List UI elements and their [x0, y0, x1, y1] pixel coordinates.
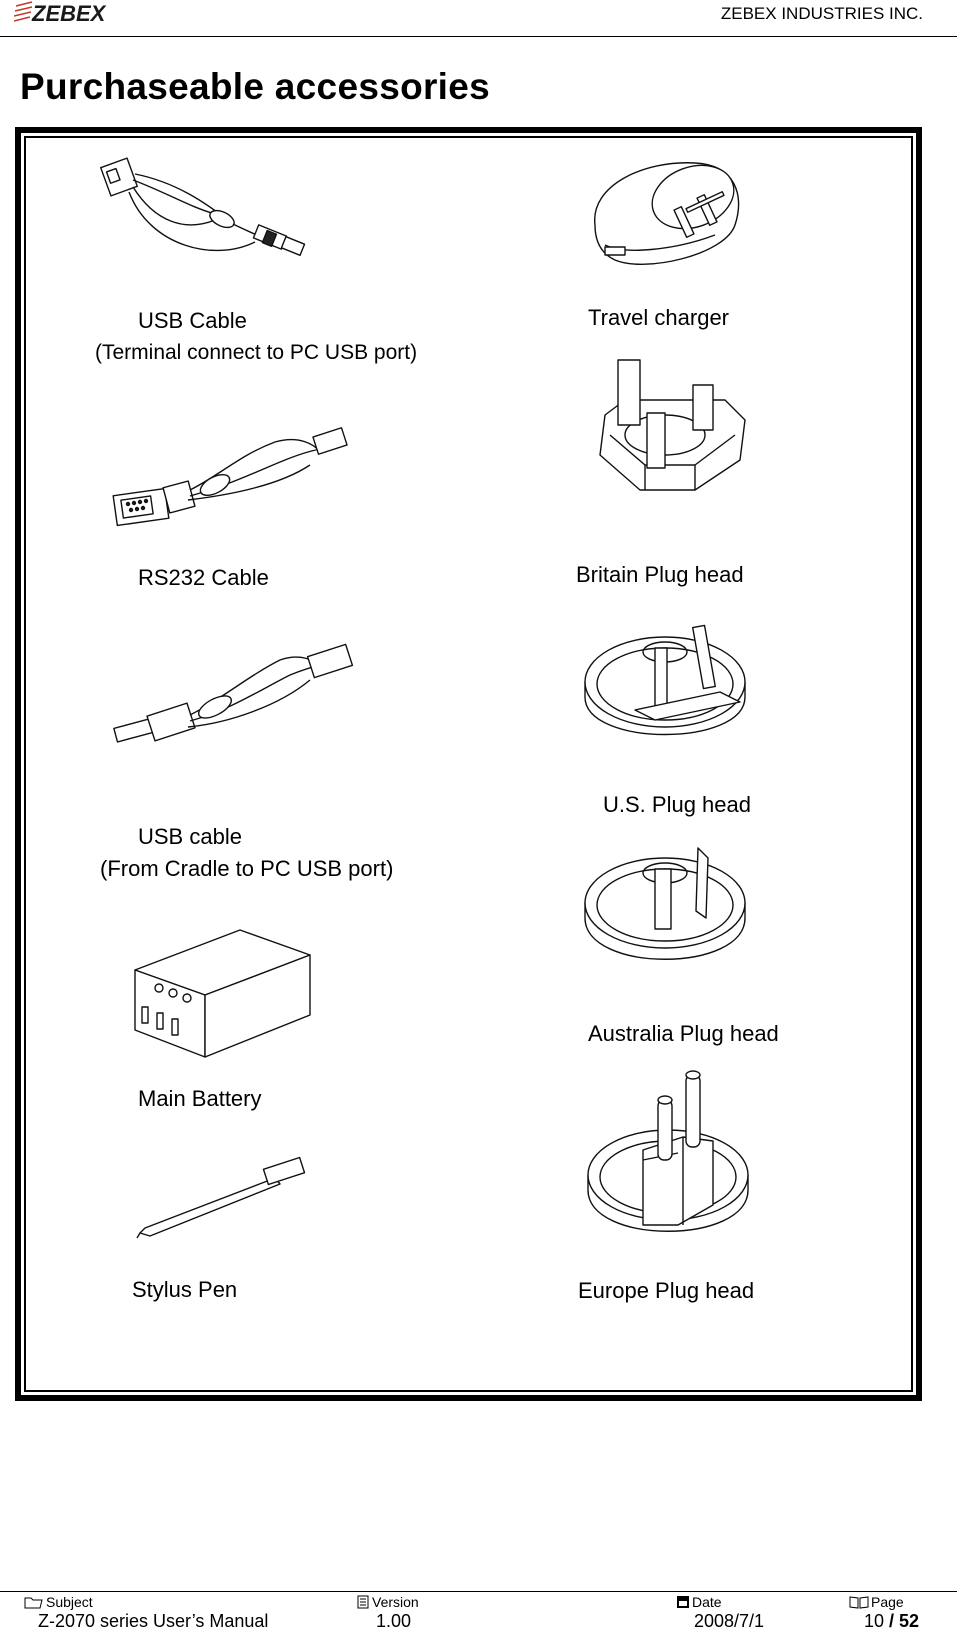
- date-value: 2008/7/1: [694, 1611, 765, 1631]
- accessories-frame-inner: [24, 136, 913, 1392]
- date-label: Date: [692, 1594, 722, 1610]
- folder-icon: [24, 1597, 43, 1609]
- company-name: ZEBEX INDUSTRIES INC.: [720, 4, 923, 23]
- header-divider: [0, 36, 957, 37]
- main-battery-illustration: [134, 929, 311, 1058]
- australia-plug-label: Australia Plug head: [588, 1021, 779, 1046]
- us-plug-illustration: [584, 624, 746, 736]
- usb-cable-label: USB Cable: [138, 308, 247, 333]
- usb-cable-note: (Terminal connect to PC USB port): [95, 341, 418, 364]
- document-icon: [357, 1595, 369, 1609]
- version-value: 1.00: [376, 1611, 412, 1631]
- usb-cradle-cable-label: USB cable: [138, 824, 242, 849]
- us-plug-label: U.S. Plug head: [603, 792, 751, 817]
- footer-version-header: Version: [356, 1594, 419, 1610]
- calendar-icon: [677, 1596, 689, 1608]
- page-label: Page: [871, 1594, 904, 1610]
- version-label: Version: [372, 1594, 419, 1610]
- page-number: 10 / 52: [864, 1611, 919, 1632]
- australia-plug-illustration: [584, 847, 746, 960]
- page-total: 52: [899, 1611, 920, 1631]
- travel-charger-illustration: [594, 162, 740, 265]
- book-icon: [849, 1596, 869, 1609]
- page-current: 10: [864, 1611, 885, 1631]
- usb-cradle-cable-illustration: [113, 643, 354, 743]
- europe-plug-label: Europe Plug head: [578, 1278, 755, 1303]
- britain-plug-illustration: [599, 359, 746, 491]
- page-separator: /: [884, 1611, 900, 1631]
- logo-text: ZEBEX: [31, 1, 107, 26]
- travel-charger-label: Travel charger: [588, 305, 730, 330]
- main-battery-label: Main Battery: [138, 1086, 262, 1111]
- footer-date-header: Date: [676, 1594, 722, 1610]
- subject-label: Subject: [46, 1594, 93, 1610]
- page-title: Purchaseable accessories: [20, 66, 491, 107]
- usb-cradle-cable-note: (From Cradle to PC USB port): [100, 856, 394, 881]
- usb-cable-illustration: [100, 157, 306, 257]
- accessories-frame-outer: [15, 127, 922, 1401]
- europe-plug-illustration: [587, 1070, 749, 1232]
- stylus-pen-illustration: [136, 1156, 306, 1239]
- rs232-cable-illustration: [112, 427, 348, 527]
- rs232-cable-label: RS232 Cable: [138, 565, 269, 590]
- subject-value: Z-2070 series User’s Manual: [38, 1611, 269, 1631]
- zebex-logo: ZEBEX: [14, 1, 107, 26]
- britain-plug-label: Britain Plug head: [576, 562, 744, 587]
- stylus-pen-label: Stylus Pen: [132, 1277, 238, 1302]
- footer-page-header: Page: [849, 1594, 904, 1610]
- footer-divider: [0, 1591, 957, 1592]
- footer-subject-header: Subject: [24, 1594, 93, 1610]
